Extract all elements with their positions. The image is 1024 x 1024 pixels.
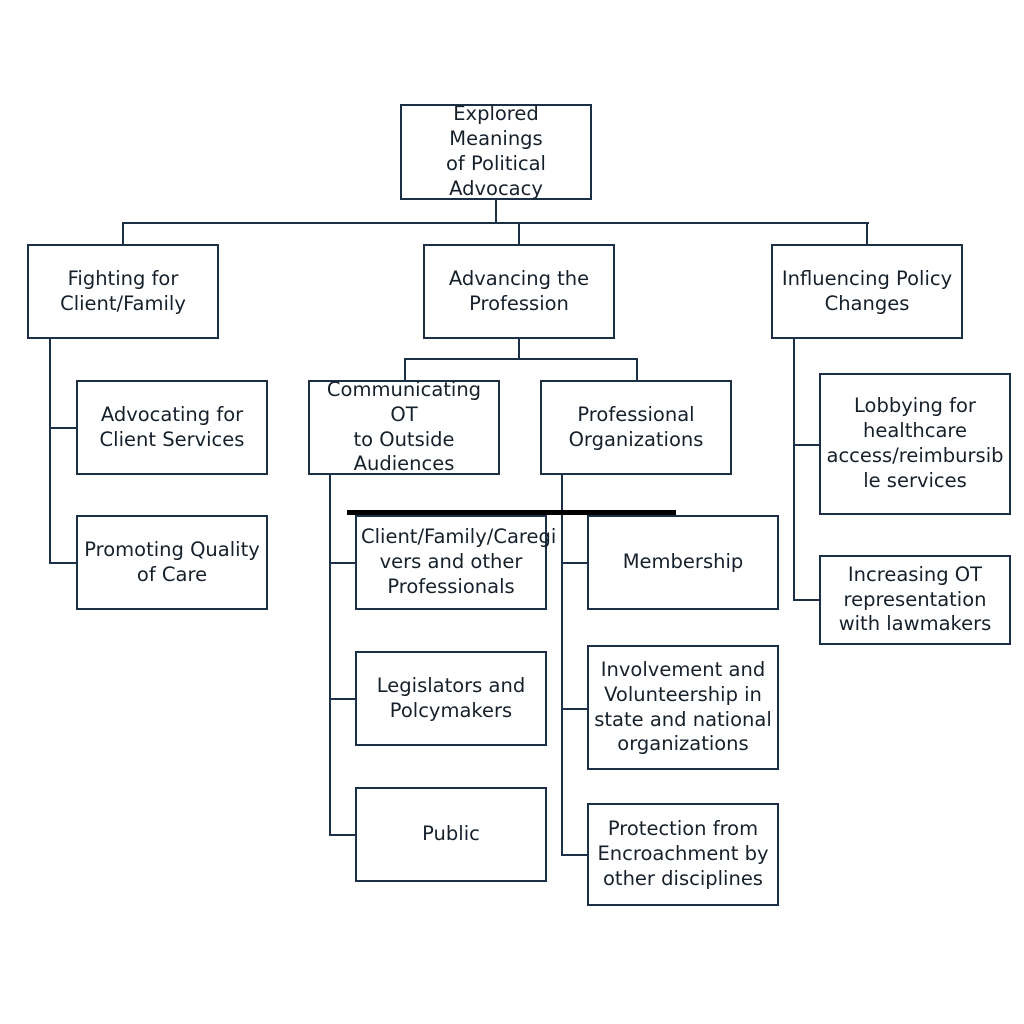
connector-influencing-trunk [793, 339, 795, 599]
node-professional-organizations[interactable]: Professional Organizations [540, 380, 732, 475]
connector-drop-to-advancing [518, 222, 520, 244]
connector-influencing-stub-2 [793, 599, 820, 601]
connector-fighting-stub-2 [49, 562, 77, 564]
connector-communicating-stub-1 [329, 562, 356, 564]
connector-advancing-stem [518, 339, 520, 359]
node-involvement-and-volunteership[interactable]: Involvement and Volunteership in state a… [587, 645, 779, 770]
node-membership[interactable]: Membership [587, 515, 779, 610]
node-explored-meanings-of-political-advocacy[interactable]: Explored Meanings of Political Advocacy [400, 102, 592, 200]
node-label: Communicating OT to Outside Audiences [326, 377, 482, 476]
connector-professional-orgs-trunk [561, 475, 563, 855]
node-label: Public [422, 822, 480, 846]
node-increasing-ot-representation[interactable]: Increasing OT representation with lawmak… [819, 555, 1011, 645]
node-label: Membership [622, 550, 744, 574]
node-label: Involvement and Volunteership in state a… [594, 657, 772, 756]
node-client-family-caregivers-and-other-professionals[interactable]: Client/Family/Caregi vers and other Prof… [355, 515, 557, 610]
node-influencing-policy-changes[interactable]: Influencing Policy Changes [771, 244, 963, 339]
connector-professional-orgs-stub-3 [561, 854, 588, 856]
node-advocating-for-client-services[interactable]: Advocating for Client Services [76, 380, 268, 475]
connector-root-stem [495, 200, 497, 222]
node-label: Advocating for Client Services [99, 402, 245, 451]
connector-professional-orgs-stub-1 [561, 562, 588, 564]
connector-drop-to-fighting [122, 222, 124, 244]
node-label: Advancing the Profession [448, 266, 590, 315]
node-label: Protection from Encroachment by other di… [597, 817, 769, 890]
connector-communicating-stub-3 [329, 834, 356, 836]
connector-professional-orgs-stub-2 [561, 708, 588, 710]
strikethrough-bar [347, 510, 676, 515]
node-label: Legislators and Polcymakers [376, 673, 526, 722]
node-promoting-quality-of-care[interactable]: Promoting Quality of Care [76, 515, 268, 610]
connector-drop-to-professional-orgs [636, 358, 638, 381]
node-protection-from-encroachment[interactable]: Protection from Encroachment by other di… [587, 803, 779, 906]
node-label: Lobbying for healthcare access/reimbursi… [826, 394, 1004, 492]
node-label: Explored Meanings of Political Advocacy [446, 102, 546, 200]
node-communicating-ot-to-outside-audiences[interactable]: Communicating OT to Outside Audiences [308, 377, 500, 476]
node-fighting-for-client-family[interactable]: Fighting for Client/Family [27, 244, 219, 339]
connector-advancing-bus [404, 358, 637, 360]
node-public[interactable]: Public [355, 787, 547, 882]
connector-communicating-trunk [329, 475, 331, 834]
node-label: Promoting Quality of Care [84, 537, 260, 586]
node-label: Influencing Policy Changes [781, 266, 953, 315]
connector-drop-to-influencing [866, 222, 868, 244]
connector-influencing-stub-1 [793, 444, 820, 446]
connector-fighting-stub-1 [49, 427, 77, 429]
connector-drop-to-communicating [404, 358, 406, 381]
connector-communicating-stub-2 [329, 698, 356, 700]
connector-fighting-trunk [49, 339, 51, 563]
connector-root-bus [122, 222, 869, 224]
node-label: Increasing OT representation with lawmak… [838, 562, 992, 636]
node-label: Fighting for Client/Family [60, 266, 186, 315]
node-legislators-and-polcymakers[interactable]: Legislators and Polcymakers [355, 651, 547, 746]
node-lobbying-for-healthcare-access[interactable]: Lobbying for healthcare access/reimbursi… [819, 373, 1011, 515]
node-advancing-the-profession[interactable]: Advancing the Profession [423, 244, 615, 339]
node-label: Professional Organizations [568, 402, 704, 451]
node-label: Client/Family/Caregi vers and other Prof… [361, 525, 557, 598]
